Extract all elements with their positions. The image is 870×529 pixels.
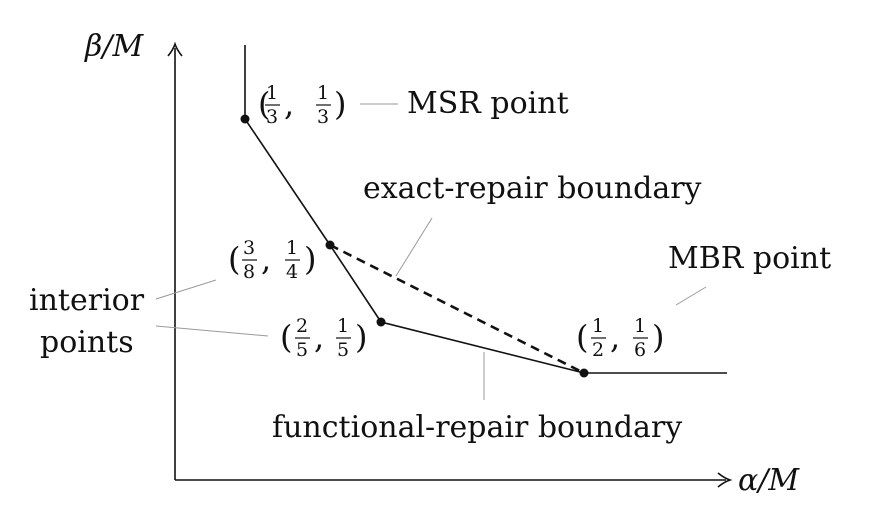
- point-dot-p4: [579, 368, 589, 378]
- y-axis-arrow-icon: [167, 41, 183, 57]
- exact-repair-label: exact-repair boundary: [363, 171, 702, 206]
- svg-text:,: ,: [610, 318, 620, 356]
- p4-x-den: 2: [592, 339, 604, 361]
- svg-text:): ): [334, 85, 346, 123]
- functional-repair-label: functional-repair boundary: [272, 410, 682, 445]
- p1-x-den: 3: [266, 106, 278, 128]
- svg-text:): ): [652, 318, 664, 356]
- point-dot-p1: [240, 114, 250, 124]
- p3-x-num: 2: [296, 315, 308, 337]
- svg-text:(: (: [280, 318, 292, 356]
- interior-points-label-line1: interior: [29, 283, 145, 318]
- coord-label-p2: ( 3 8 , 1 4 ): [228, 237, 316, 283]
- p2-x-num: 3: [243, 237, 255, 259]
- svg-text:(: (: [576, 318, 588, 356]
- x-axis-label: α/M: [738, 463, 800, 498]
- svg-text:(: (: [258, 85, 270, 123]
- exact-repair-curve: [329, 243, 585, 375]
- msr-point-label: MSR point: [407, 86, 569, 121]
- p3-x-den: 5: [296, 339, 308, 361]
- p4-y-num: 1: [634, 315, 646, 337]
- x-axis-arrow-icon: [717, 472, 733, 488]
- svg-text:,: ,: [261, 240, 271, 278]
- interior-leader-lower: [155, 325, 269, 337]
- y-axis-label: β/M: [84, 29, 144, 64]
- p1-y-num: 1: [317, 82, 329, 104]
- functional-repair-curve: [244, 45, 727, 374]
- interior-points-label-line2: points: [40, 325, 134, 360]
- p2-y-den: 4: [286, 261, 298, 283]
- p4-y-den: 6: [634, 339, 646, 361]
- segment-p1-p2: [244, 118, 331, 246]
- segment-p3-p4: [380, 321, 585, 374]
- interior-leader-upper: [155, 279, 217, 300]
- coord-label-p3: ( 2 5 , 1 5 ): [280, 315, 367, 361]
- svg-text:,: ,: [284, 85, 294, 123]
- svg-text:): ): [304, 240, 316, 278]
- mbr-point-label: MBR point: [668, 241, 831, 276]
- exact-repair-leader: [395, 217, 433, 277]
- p4-x-num: 1: [592, 315, 604, 337]
- svg-text:(: (: [228, 240, 240, 278]
- mbr-leader: [675, 286, 707, 306]
- coord-label-p4: ( 1 2 , 1 6 ): [576, 315, 664, 361]
- point-dot-p2: [325, 240, 335, 250]
- coord-label-p1: ( 1 3 , 1 3 ): [258, 82, 346, 128]
- p3-y-den: 5: [337, 339, 349, 361]
- axes: β/M α/M: [84, 29, 800, 498]
- svg-text:): ): [355, 318, 367, 356]
- p1-x-num: 1: [266, 82, 278, 104]
- point-dot-p3: [376, 317, 386, 327]
- p1-y-den: 3: [317, 106, 329, 128]
- p2-y-num: 1: [286, 237, 298, 259]
- p3-y-num: 1: [337, 315, 349, 337]
- svg-text:,: ,: [314, 318, 324, 356]
- leader-lines: [155, 103, 707, 400]
- points: [240, 114, 589, 378]
- p2-x-den: 8: [243, 261, 255, 283]
- segment-p2-p3: [329, 244, 382, 323]
